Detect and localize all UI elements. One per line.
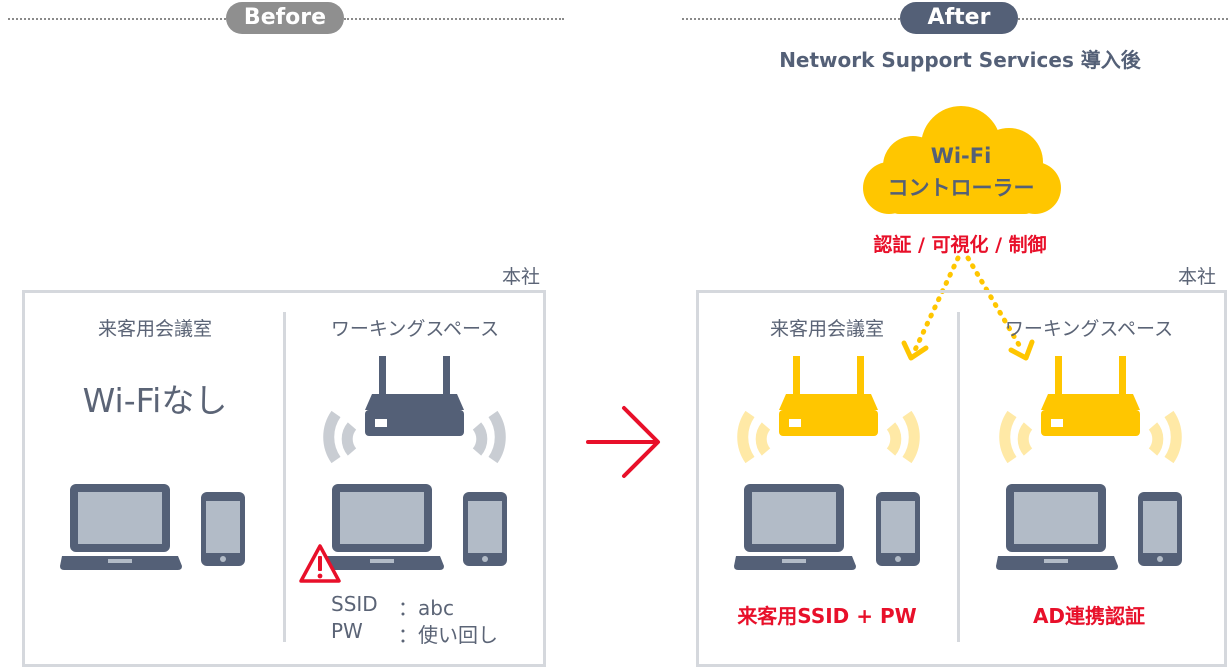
warning-icon	[299, 544, 341, 583]
before-ssid-label: SSID	[331, 592, 378, 616]
before-room2-laptop-icon	[322, 484, 444, 570]
before-pw-value: ：使い回し	[398, 623, 498, 647]
controller-link-lines	[901, 255, 1035, 361]
transition-arrow-icon	[586, 406, 660, 478]
after-room1-phone-icon	[876, 492, 920, 566]
after-room2-router-icon	[999, 356, 1182, 464]
controller-functions-label: 認証 / 可視化 / 制御	[873, 234, 1047, 256]
before-hq-label: 本社	[502, 266, 541, 288]
after-hq-box	[696, 290, 1227, 667]
before-pw-label: PW	[331, 619, 363, 643]
after-dotted-line-left	[682, 18, 900, 20]
after-badge: After	[900, 2, 1018, 34]
cloud-label-line2: コントローラー	[887, 176, 1035, 200]
before-ssid-value: ：abc	[398, 596, 454, 620]
after-room1-caption: 来客用SSID + PW	[737, 604, 917, 628]
after-subtitle: Network Support Services 導入後	[779, 48, 1141, 72]
after-room-divider	[957, 312, 960, 642]
before-room2-phone-icon	[463, 492, 507, 566]
before-dotted-line-right	[344, 18, 564, 20]
cloud-label-line1: Wi-Fi	[930, 144, 992, 168]
before-dotted-line-left	[8, 18, 226, 20]
after-room1-laptop-icon	[734, 484, 856, 570]
after-room2-caption: AD連携認証	[1032, 604, 1146, 628]
before-room1-title: 来客用会議室	[97, 318, 212, 340]
cloud-icon	[863, 106, 1061, 214]
after-room2-title: ワーキングスペース	[1004, 318, 1174, 340]
before-room1-no-wifi: Wi-Fiなし	[82, 381, 228, 420]
before-router-icon	[323, 356, 506, 464]
after-dotted-line-right	[1018, 18, 1228, 20]
before-hq-box	[22, 290, 546, 667]
after-room1-title: 来客用会議室	[769, 318, 884, 340]
after-hq-label: 本社	[1178, 266, 1217, 288]
after-room1-router-icon	[737, 356, 920, 464]
before-room2-title: ワーキングスペース	[330, 318, 500, 340]
before-room-divider	[283, 312, 286, 642]
before-room1-phone-icon	[201, 492, 245, 566]
before-badge: Before	[226, 2, 344, 34]
before-room1-laptop-icon	[60, 484, 182, 570]
after-room2-laptop-icon	[996, 484, 1118, 570]
after-room2-phone-icon	[1138, 492, 1182, 566]
